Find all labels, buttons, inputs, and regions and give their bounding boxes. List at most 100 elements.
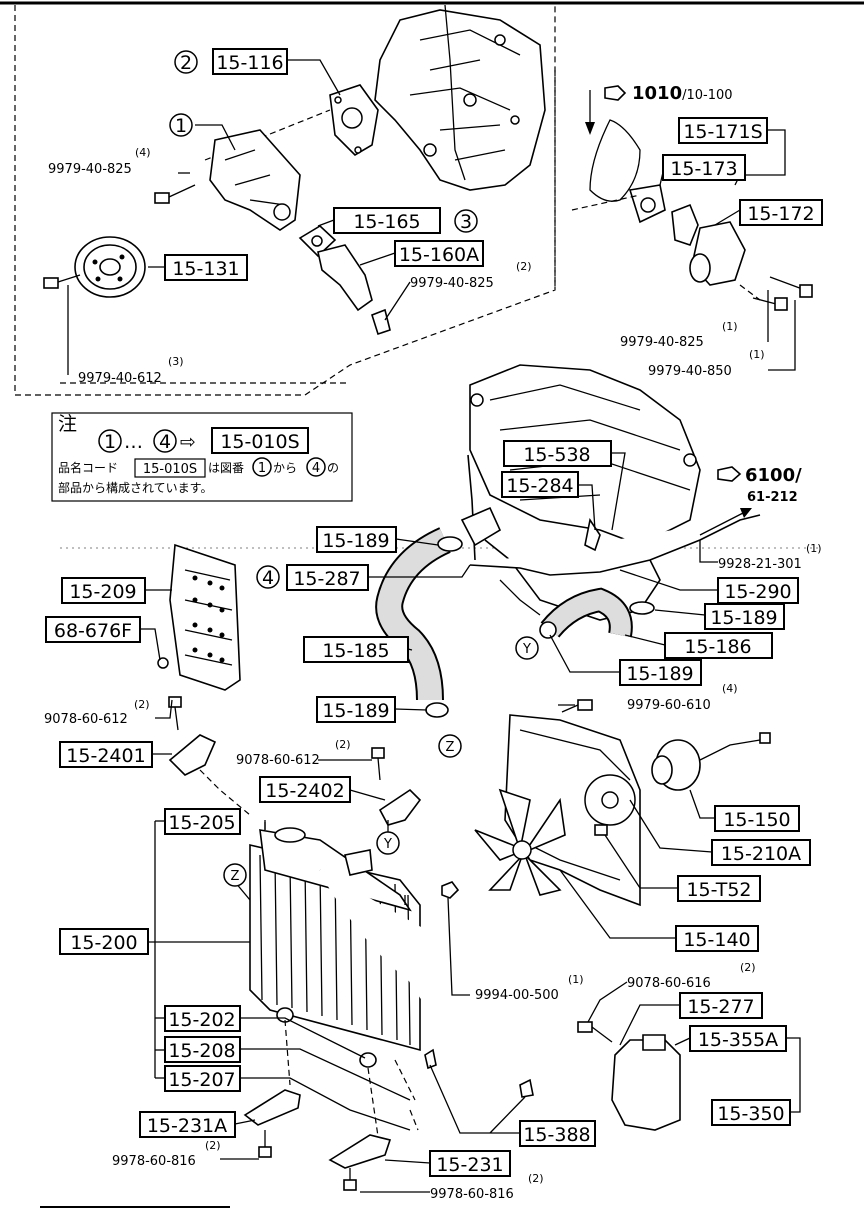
svg-text:は図番: は図番 [208, 461, 244, 475]
callout-15-T52[interactable]: 15-T52 [677, 875, 761, 902]
svg-text:15-350: 15-350 [717, 1103, 784, 1125]
bolt-code-9978-60-816-b[interactable]: (2) 9978-60-816 [430, 1172, 544, 1202]
callout-15-165[interactable]: 15-165 3 [333, 207, 478, 234]
callout-15-200[interactable]: 15-200 [59, 928, 149, 955]
svg-text:1: 1 [258, 461, 266, 476]
bolt-code-9979-60-610[interactable]: (4) 9979-60-610 [627, 682, 738, 713]
svg-text:(1): (1) [568, 973, 584, 986]
svg-text:15-189: 15-189 [322, 700, 389, 722]
callout-15-172[interactable]: 15-172 [739, 199, 823, 226]
dashed-leader-d [199, 769, 251, 816]
ref-1010[interactable]: 1010/10-100 [632, 83, 733, 104]
svg-text:(1): (1) [722, 320, 738, 333]
bolt-code-9979-40-850[interactable]: (1) 9979-40-850 [648, 348, 765, 379]
clips-15-388 [424, 1048, 534, 1098]
bolt-code-9928-21-301[interactable]: (1) 9928-21-301 [718, 542, 822, 572]
callout-15-140[interactable]: 15-140 [675, 925, 759, 952]
bolt-code-9078-60-616[interactable]: (2) 9078-60-616 [627, 961, 756, 991]
callout-15-185[interactable]: 15-185 [303, 636, 409, 663]
svg-text:(2): (2) [205, 1139, 221, 1152]
callout-15-131[interactable]: 15-131 [164, 254, 248, 281]
callout-15-189-a[interactable]: 15-189 [316, 526, 397, 553]
svg-text:15-185: 15-185 [322, 640, 389, 662]
callout-15-538[interactable]: 15-538 [503, 440, 612, 467]
callout-15-290[interactable]: 15-290 [717, 577, 799, 604]
svg-text:の: の [327, 461, 339, 475]
overflow-hose-inner [318, 869, 631, 1082]
dashed-leader-e [284, 1019, 419, 1151]
callout-15-207[interactable]: 15-207 [164, 1065, 241, 1092]
callout-15-186[interactable]: 15-186 [664, 632, 773, 659]
svg-text:15-T52: 15-T52 [686, 879, 751, 901]
shroud-15-209 [157, 543, 241, 691]
ref-6100[interactable]: 6100/ 61-212 [745, 465, 802, 505]
svg-text:9978-60-816: 9978-60-816 [430, 1187, 514, 1202]
svg-text:4: 4 [159, 431, 171, 453]
dashed-group-outline [14, 5, 556, 396]
bolt-code-9978-60-816-a[interactable]: (2) 9978-60-816 [112, 1139, 221, 1169]
svg-text:15-173: 15-173 [670, 158, 737, 180]
callout-15-355A[interactable]: 15-355A [689, 1025, 787, 1052]
svg-text:15-116: 15-116 [216, 52, 283, 74]
callout-15-205[interactable]: 15-205 [164, 808, 241, 835]
fan-shroud-15-210A [504, 714, 641, 907]
callout-15-2401[interactable]: 15-2401 [59, 741, 153, 768]
bolt-code-9979-40-612[interactable]: (3) 9979-40-612 [78, 355, 184, 386]
fan-motor-15-150 [651, 732, 771, 791]
bolt-code-9078-60-612-a[interactable]: (2) 9078-60-612 [44, 698, 150, 727]
dashed-leader-c [739, 284, 761, 301]
callout-15-171S[interactable]: 15-171S [678, 117, 768, 144]
svg-text:15-388: 15-388 [523, 1124, 590, 1146]
bolt-code-9078-60-612-b[interactable]: (2) 9078-60-612 [236, 738, 351, 768]
callout-15-277[interactable]: 15-277 [679, 992, 763, 1019]
callout-15-210A[interactable]: 15-210A [711, 839, 811, 866]
callout-15-189-c[interactable]: 15-189 [619, 659, 702, 686]
bolt-code-9979-40-825-c[interactable]: (1) 9979-40-825 [620, 320, 738, 350]
svg-text:15-205: 15-205 [168, 812, 235, 834]
svg-text:68-676F: 68-676F [54, 620, 132, 642]
callout-15-150[interactable]: 15-150 [714, 805, 800, 832]
callout-15-231[interactable]: 15-231 [429, 1150, 511, 1177]
svg-text:3: 3 [460, 211, 472, 233]
svg-text:15-171S: 15-171S [683, 121, 762, 143]
svg-text:15-538: 15-538 [523, 444, 590, 466]
svg-text:Y: Y [383, 837, 392, 852]
callout-15-160A[interactable]: 15-160A [394, 240, 484, 267]
callout-68-676F[interactable]: 68-676F [45, 616, 141, 643]
callout-15-2402[interactable]: 15-2402 [259, 776, 351, 803]
callout-15-388[interactable]: 15-388 [519, 1120, 596, 1147]
callout-15-208[interactable]: 15-208 [164, 1036, 241, 1063]
callout-15-189-d[interactable]: 15-189 [316, 696, 396, 723]
callout-15-231A[interactable]: 15-231A [139, 1111, 236, 1138]
svg-text:15-172: 15-172 [747, 203, 814, 225]
bolt-9979-60-610 [561, 699, 593, 713]
svg-text:2: 2 [180, 52, 192, 74]
bolt-code-9979-40-825-a[interactable]: (4) 9979-40-825 [48, 146, 151, 177]
callout-15-189-b[interactable]: 15-189 [704, 603, 785, 630]
callout-15-173[interactable]: 15-173 [662, 154, 746, 181]
water-pump-housing [209, 129, 301, 231]
dashed-leader-b [571, 194, 641, 211]
svg-text:(2): (2) [335, 738, 351, 751]
svg-text:15-150: 15-150 [723, 809, 790, 831]
svg-text:15-277: 15-277 [687, 996, 754, 1018]
svg-text:15-208: 15-208 [168, 1040, 235, 1062]
bracket-15-2401 [168, 696, 217, 776]
callout-15-350[interactable]: 15-350 [711, 1099, 791, 1126]
nut-15-T52 [594, 824, 608, 836]
svg-text:(2): (2) [528, 1172, 544, 1185]
svg-text:15-209: 15-209 [69, 581, 136, 603]
callout-15-209[interactable]: 15-209 [61, 577, 146, 604]
svg-text:から: から [273, 461, 297, 475]
bolt-code-9994-00-500[interactable]: (1) 9994-00-500 [475, 973, 584, 1003]
svg-text:15-2402: 15-2402 [265, 780, 344, 802]
marker-y-b: Y [376, 831, 400, 855]
bolt-code-9979-40-825-b[interactable]: (2) 9979-40-825 [410, 260, 532, 291]
callout-15-202[interactable]: 15-202 [164, 1005, 241, 1032]
callout-15-284[interactable]: 15-284 [501, 471, 579, 498]
callout-15-287[interactable]: 15-287 [286, 564, 369, 591]
callout-15-116[interactable]: 2 15-116 [174, 48, 288, 75]
svg-text:⇨: ⇨ [180, 431, 196, 453]
svg-text:部品から構成されています。: 部品から構成されています。 [58, 480, 212, 495]
